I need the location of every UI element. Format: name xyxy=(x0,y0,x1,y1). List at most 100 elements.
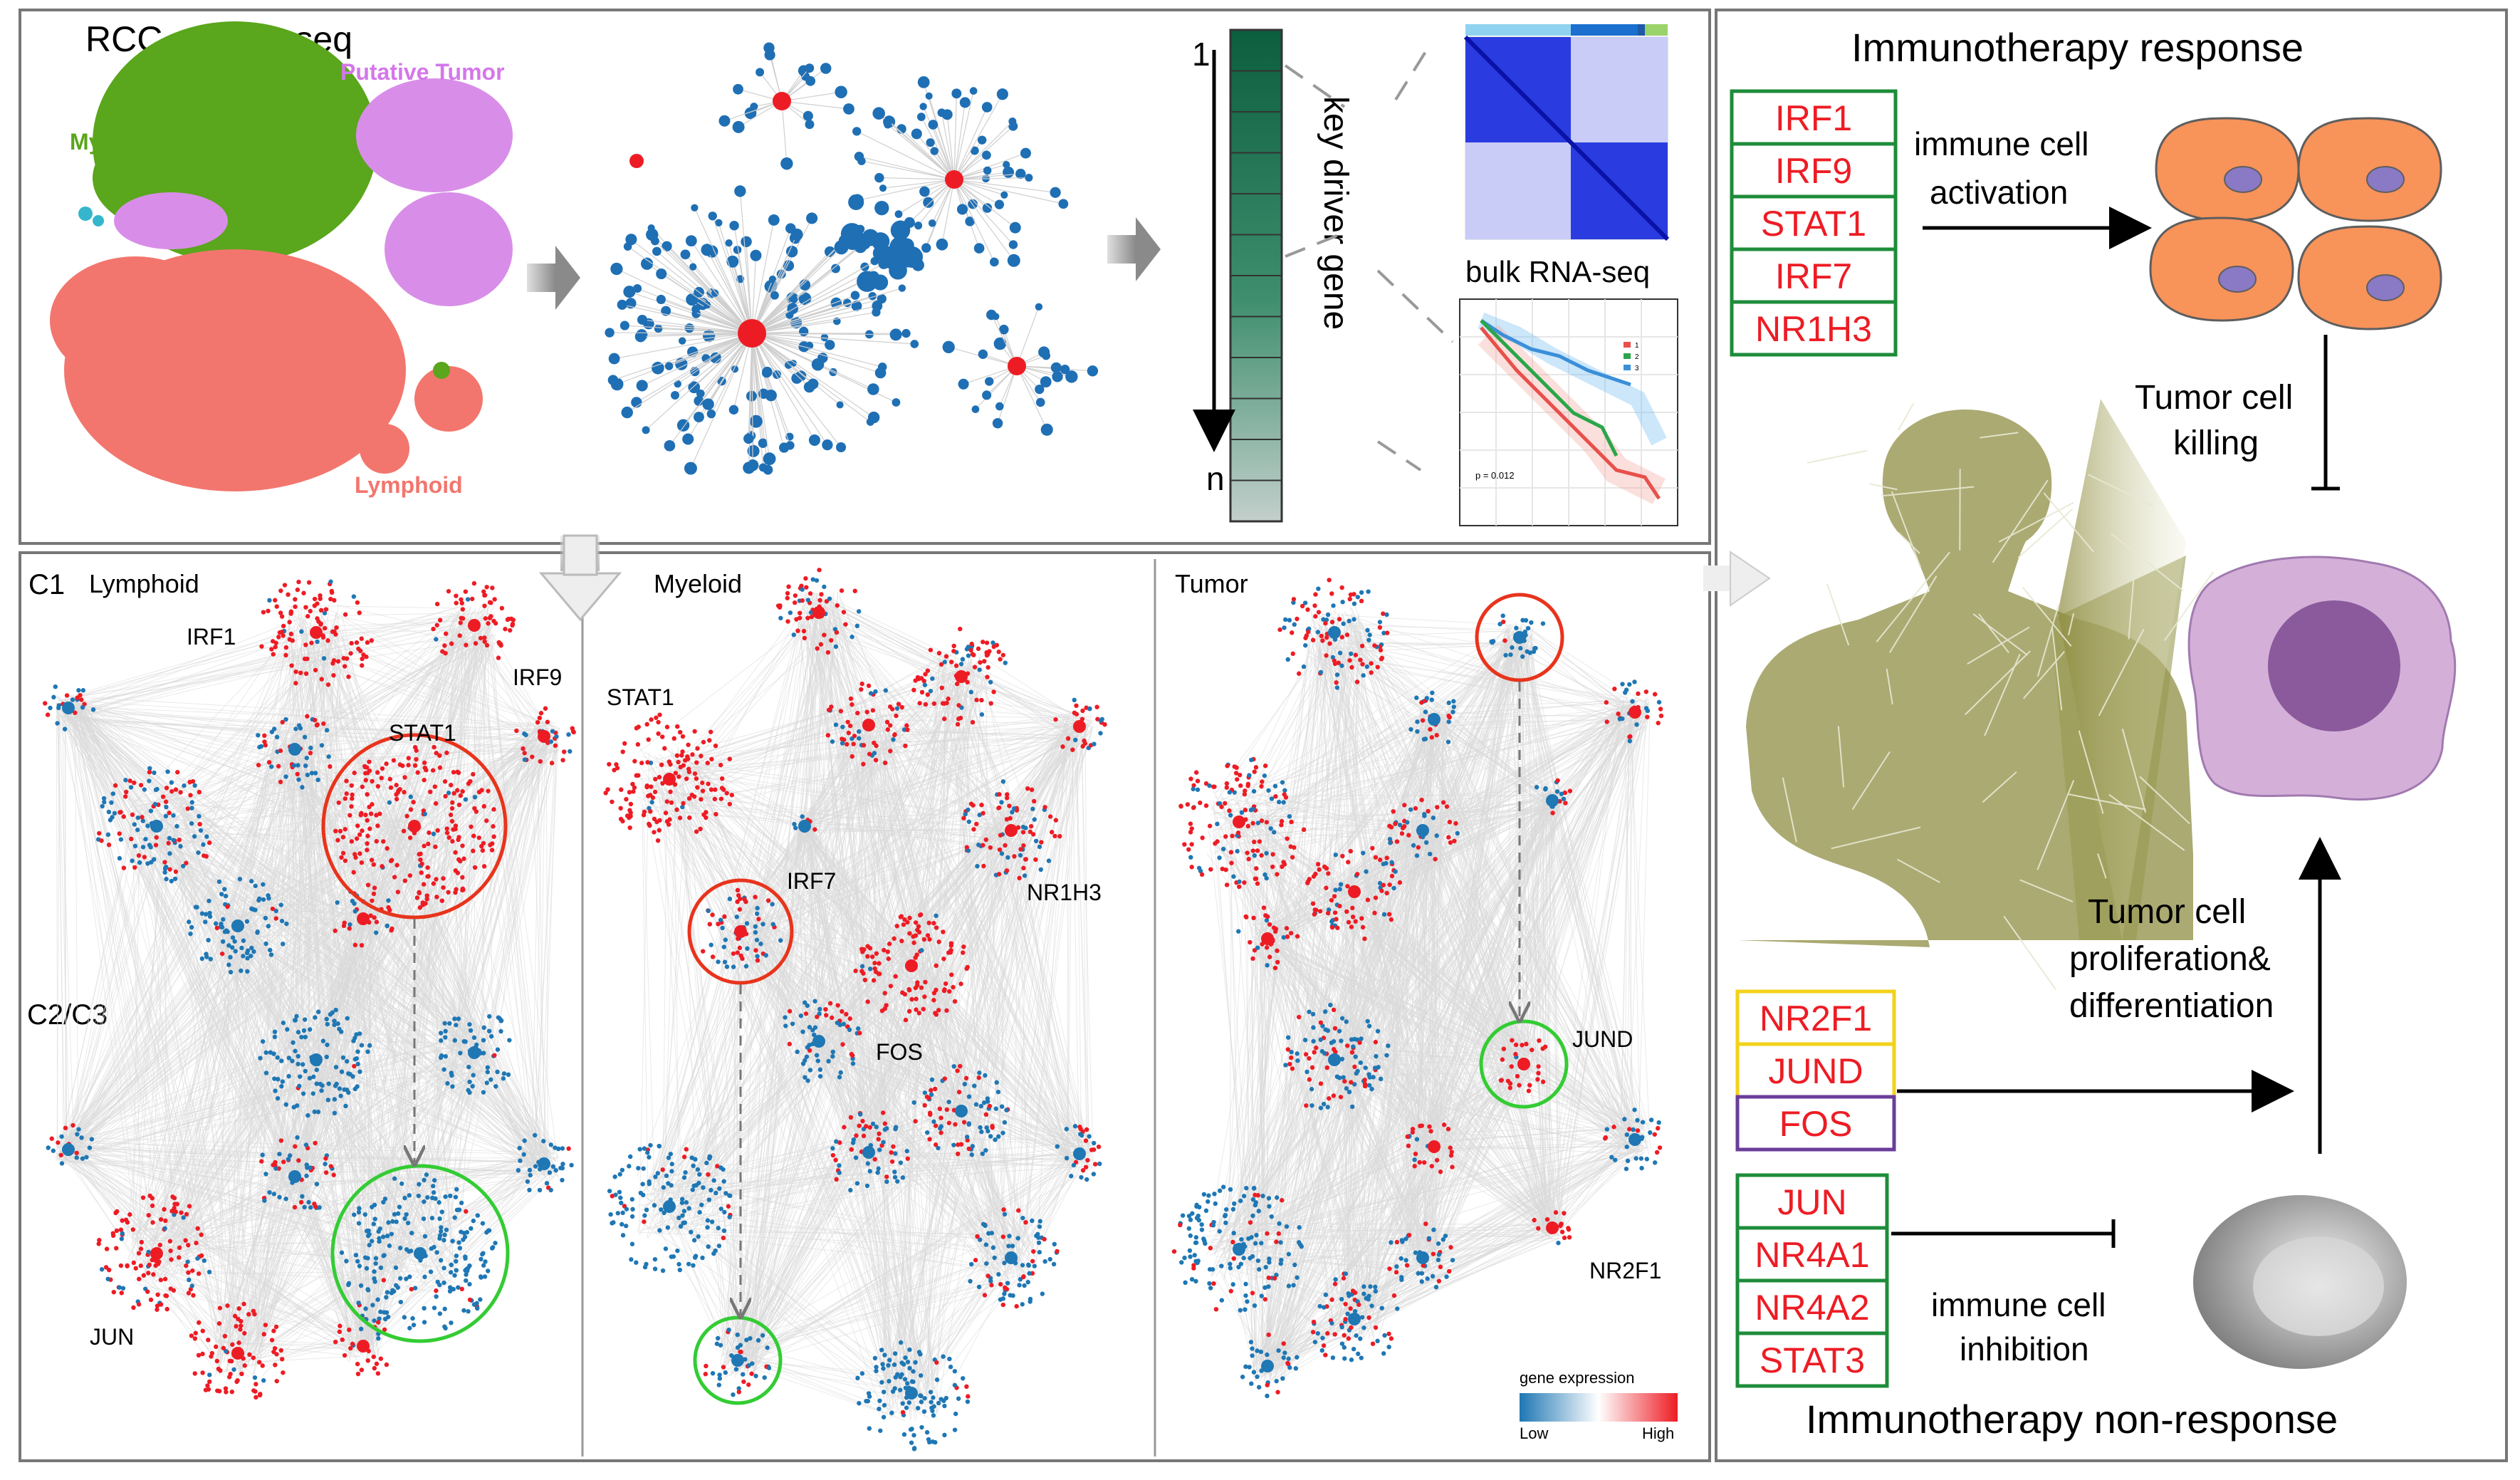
module-hub xyxy=(1005,824,1018,837)
module-node xyxy=(1251,1370,1257,1375)
proliferation-gene: JUND xyxy=(1768,1051,1863,1091)
module-node xyxy=(790,1021,795,1026)
module-node xyxy=(680,749,685,754)
module-node xyxy=(620,749,625,754)
module-node xyxy=(758,942,763,947)
module-node xyxy=(727,1214,732,1219)
module-node xyxy=(1188,821,1193,826)
module-node xyxy=(826,707,832,713)
module-node xyxy=(434,622,439,627)
module-node xyxy=(455,870,461,875)
module-node xyxy=(1387,882,1392,887)
module-node xyxy=(538,711,544,716)
module-node xyxy=(974,821,979,827)
module-node xyxy=(717,1372,722,1377)
module-node xyxy=(913,1360,918,1365)
network-node xyxy=(1050,187,1061,198)
module-hub xyxy=(663,1200,676,1213)
module-node xyxy=(357,1206,362,1211)
module-node xyxy=(877,1406,882,1412)
module-node xyxy=(1245,1299,1250,1304)
module-node xyxy=(1289,1055,1294,1061)
module-node xyxy=(371,1354,376,1360)
module-node xyxy=(422,765,428,771)
module-node xyxy=(322,625,328,631)
module-hub xyxy=(862,1146,875,1159)
module-node xyxy=(1529,620,1534,625)
module-node xyxy=(691,1263,696,1268)
module-node xyxy=(917,701,922,706)
module-node xyxy=(901,1432,907,1437)
network-node xyxy=(1020,147,1031,159)
network-node xyxy=(691,204,699,212)
module-node xyxy=(1336,660,1341,665)
module-node xyxy=(374,1361,380,1367)
module-node xyxy=(700,1255,705,1261)
module-node xyxy=(853,968,858,974)
module-node xyxy=(280,719,285,725)
module-node xyxy=(1300,603,1305,609)
module-node xyxy=(922,682,928,687)
module-node xyxy=(936,650,942,656)
module-node xyxy=(147,843,152,848)
module-node xyxy=(266,760,272,765)
module-node xyxy=(1377,625,1383,630)
module-node xyxy=(1352,1036,1357,1042)
module-node xyxy=(1357,1040,1362,1046)
module-node xyxy=(810,577,815,582)
module-node xyxy=(1243,914,1248,919)
module-node xyxy=(1343,1271,1349,1276)
module-node xyxy=(181,1215,186,1220)
module-node xyxy=(528,1172,533,1178)
module-node xyxy=(377,1236,382,1241)
module-node xyxy=(460,875,465,880)
module-node xyxy=(378,1265,384,1271)
module-node xyxy=(407,1193,412,1198)
module-node xyxy=(131,1260,137,1266)
module-node xyxy=(367,1242,372,1248)
module-node xyxy=(716,1382,721,1387)
module-node xyxy=(954,682,960,687)
module-node xyxy=(969,1261,974,1267)
module-node xyxy=(928,689,934,694)
module-node xyxy=(1388,840,1393,845)
module-node xyxy=(147,769,152,775)
tumor-title: Tumor xyxy=(1175,569,1248,598)
module-node xyxy=(805,1045,810,1050)
module-node xyxy=(1410,1130,1416,1135)
module-node xyxy=(947,1356,952,1362)
module-node xyxy=(425,874,430,879)
module-node xyxy=(1025,1279,1030,1285)
module-node xyxy=(140,845,146,850)
module-node xyxy=(433,1196,438,1202)
module-node xyxy=(371,891,377,897)
module-node xyxy=(422,1320,427,1325)
module-node xyxy=(1381,861,1386,867)
module-node xyxy=(275,1055,280,1061)
module-node xyxy=(1245,823,1250,829)
module-node xyxy=(931,921,936,926)
module-node xyxy=(1340,853,1345,859)
network-node xyxy=(857,271,878,292)
module-node xyxy=(716,1244,722,1249)
module-node xyxy=(1189,1277,1195,1282)
module-node xyxy=(1446,713,1451,719)
module-node xyxy=(893,1151,898,1156)
module-node xyxy=(1211,1281,1216,1286)
module-node xyxy=(723,1370,728,1375)
module-node xyxy=(1652,692,1658,697)
module-node xyxy=(887,1357,892,1362)
module-node xyxy=(640,1182,645,1187)
module-node xyxy=(1189,865,1194,870)
module-node xyxy=(706,1244,711,1249)
module-node xyxy=(743,964,749,969)
module-node xyxy=(328,764,333,769)
module-node xyxy=(1206,1199,1211,1204)
module-node xyxy=(359,943,365,948)
module-node xyxy=(1000,652,1005,657)
module-node xyxy=(1291,1283,1296,1288)
module-node xyxy=(263,1070,269,1075)
module-node xyxy=(1631,1127,1636,1132)
module-node xyxy=(173,869,179,875)
module-node xyxy=(412,1286,418,1291)
